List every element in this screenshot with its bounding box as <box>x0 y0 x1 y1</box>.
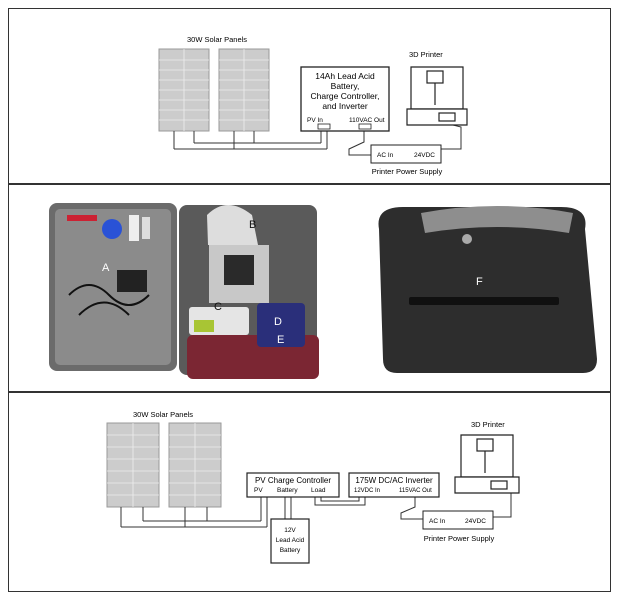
photo-panel: A B C D E F <box>8 184 611 392</box>
load-label-bottom: Load <box>311 487 326 494</box>
battery-label-bottom: Battery <box>277 487 298 494</box>
ac-in-label-top: AC In <box>377 152 394 159</box>
115vac-out-label: 115VAC Out <box>399 488 432 494</box>
battery-box-top <box>300 66 390 132</box>
psu-label-top: Printer Power Supply <box>372 167 443 176</box>
photo-letter-d: D <box>274 316 282 328</box>
solar-panels-bottom <box>106 422 222 508</box>
printer-icon-top <box>406 66 468 126</box>
diagram-bottom-svg: 30W Solar Panels PV Charge Controller P <box>106 410 520 564</box>
wires-bottom <box>120 488 512 528</box>
wires-top <box>173 123 462 156</box>
pv-in-label: PV In <box>307 117 323 124</box>
battery-box-line-battery: Battery <box>280 547 301 554</box>
dc24-label-top: 24VDC <box>414 152 435 159</box>
photo-letter-f: F <box>476 276 483 288</box>
battery-box-line-4: and Inverter <box>322 101 368 111</box>
charge-controller-label: PV Charge Controller <box>255 476 331 485</box>
pv-in-connector <box>317 123 331 130</box>
printer-label-top: 3D Printer <box>409 50 443 59</box>
battery-box-line-2: Battery, <box>331 81 360 91</box>
battery-box-line-12v: 12V <box>284 527 296 534</box>
photo-letter-b: B <box>249 219 256 231</box>
diagram-panel-top: 30W Solar Panels 14Ah Lead Acid Battery,… <box>8 8 611 184</box>
inverter-label: 175W DC/AC Inverter <box>355 476 433 485</box>
pv-label-bottom: PV <box>254 487 263 494</box>
closed-case-photo <box>378 206 597 373</box>
printer-label-bottom: 3D Printer <box>471 420 505 429</box>
battery-box-line-1: 14Ah Lead Acid <box>315 71 375 81</box>
lead-acid-battery-box <box>270 518 310 564</box>
photo-letter-c: C <box>214 301 222 313</box>
printer-icon-bottom <box>454 434 520 494</box>
open-suitcase-photo <box>49 203 319 379</box>
battery-box-line-lead: Lead Acid <box>276 537 305 544</box>
ac-out-connector-top <box>358 123 372 130</box>
solar-label-top: 30W Solar Panels <box>187 35 247 44</box>
ac-out-label-top: 110VAC Out <box>349 117 385 124</box>
solar-panels-top <box>158 48 270 132</box>
charge-controller-box <box>246 472 340 498</box>
12vdc-in-label: 12VDC In <box>354 488 380 494</box>
dc24-label-bottom: 24VDC <box>465 518 486 525</box>
psu-box-bottom <box>422 510 494 530</box>
diagram-panel-bottom: 30W Solar Panels PV Charge Controller P <box>8 392 611 592</box>
diagram-top-svg: 30W Solar Panels 14Ah Lead Acid Battery,… <box>158 35 468 176</box>
battery-box-line-3: Charge Controller, <box>311 91 380 101</box>
solar-label-bottom: 30W Solar Panels <box>133 410 193 419</box>
ac-in-label-bottom: AC In <box>429 518 446 525</box>
photo-letter-e: E <box>277 334 284 346</box>
photo-letter-a: A <box>102 262 110 274</box>
psu-label-bottom: Printer Power Supply <box>424 534 495 543</box>
photo-svg: A B C D E F <box>49 203 597 379</box>
psu-box-top <box>370 144 442 164</box>
inverter-box <box>348 472 440 498</box>
